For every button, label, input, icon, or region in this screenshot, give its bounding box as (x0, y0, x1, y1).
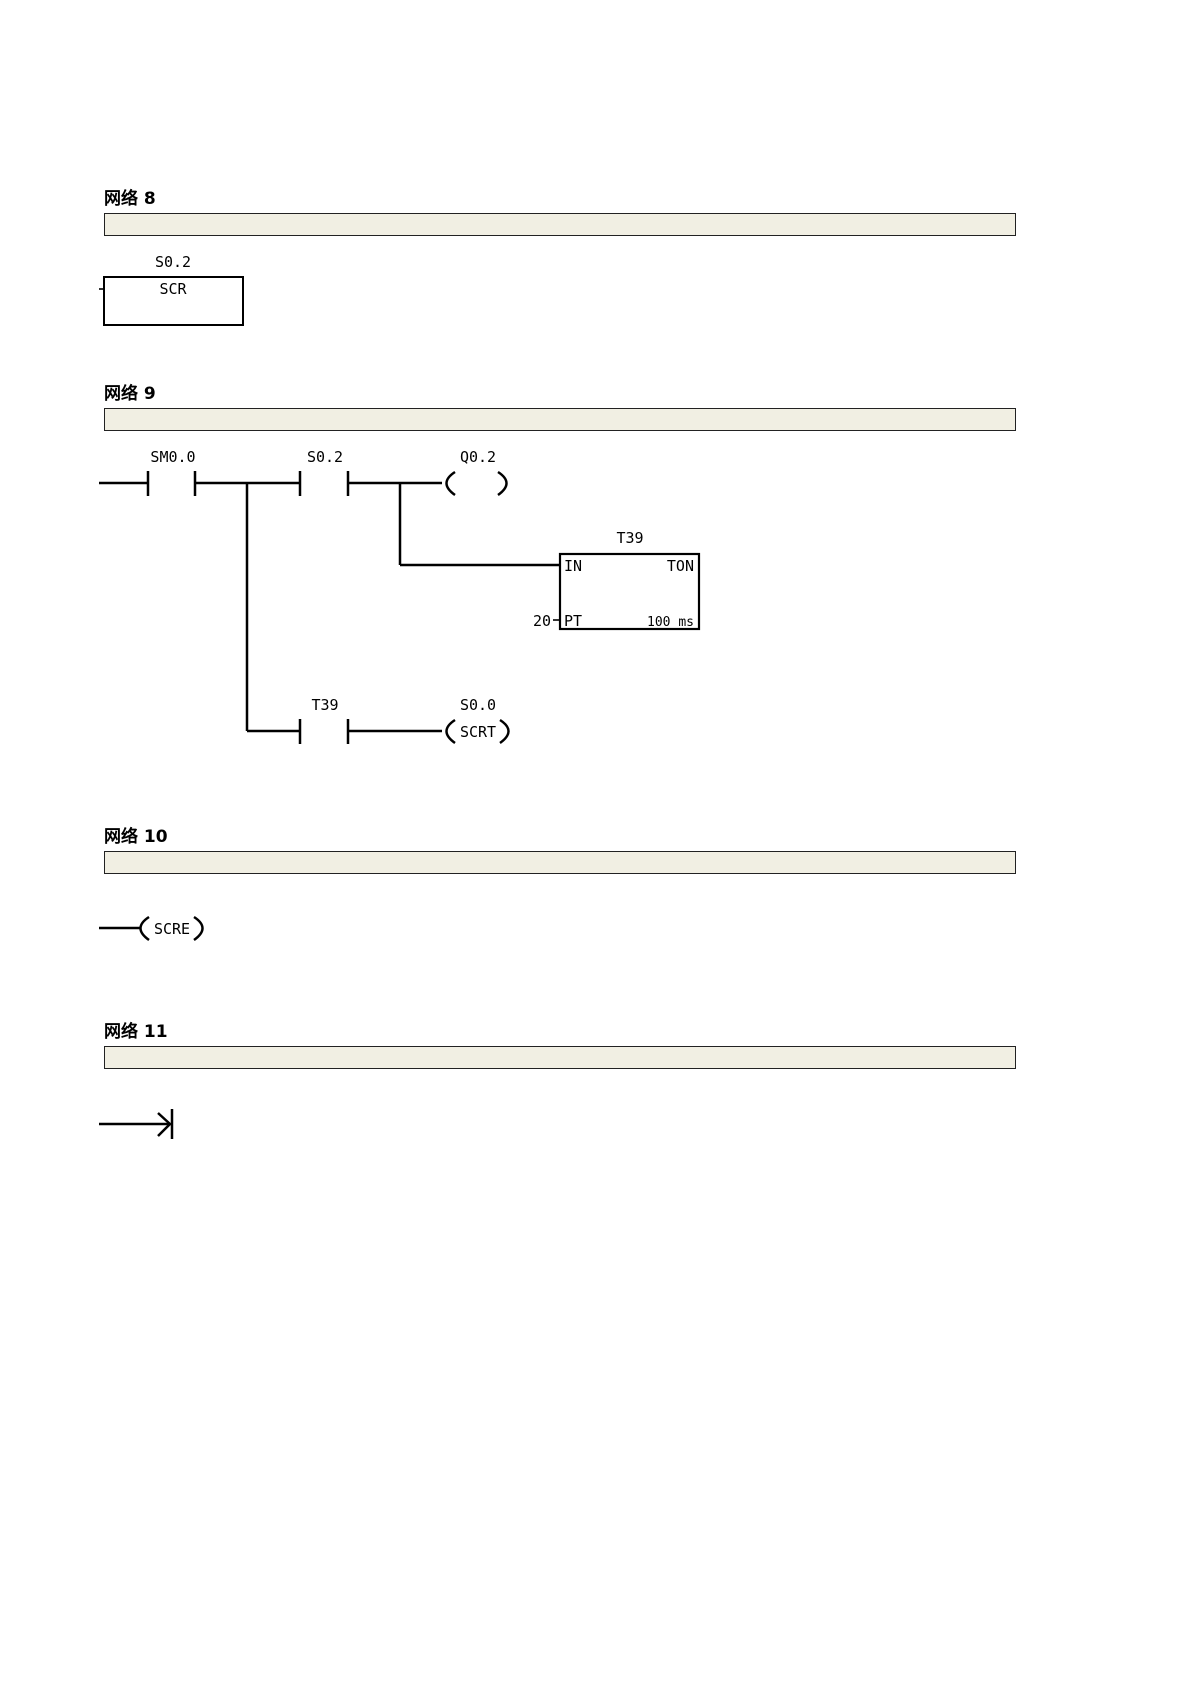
timer-address: T39 (616, 529, 643, 547)
coil-q0-2[interactable]: Q0.2 (445, 448, 508, 497)
contact-sm0-0-address: SM0.0 (150, 448, 195, 466)
contact-s0-2-address: S0.2 (307, 448, 343, 466)
network-11-comment-bar[interactable] (104, 1046, 1016, 1069)
coil-scrt-right-paren (499, 718, 510, 745)
network-10-comment-bar[interactable] (104, 851, 1016, 874)
coil-scrt-left-paren (445, 718, 456, 745)
coil-q0-2-address: Q0.2 (460, 448, 496, 466)
timer-pt-value: 20 (533, 612, 551, 630)
network-9-title: 网络 9 (104, 384, 156, 404)
contact-sm0-0[interactable]: SM0.0 (146, 448, 197, 496)
contact-t39-address: T39 (311, 696, 338, 714)
scr-box (103, 276, 244, 326)
timer-base-label: 100 ms (647, 615, 694, 630)
scr-address: S0.2 (155, 253, 191, 271)
coil-scrt-label: SCRT (460, 723, 496, 741)
network-9-comment-bar[interactable] (104, 408, 1016, 431)
scr-box-group[interactable]: S0.2 SCR (99, 253, 244, 326)
scre-left-paren (139, 915, 150, 942)
timer-box (558, 552, 701, 631)
end-arrow[interactable] (99, 1109, 174, 1139)
timer-pt-label: PT (564, 612, 582, 630)
scre-label: SCRE (154, 920, 190, 938)
timer-type-label: TON (667, 557, 694, 575)
end-arrow-head (157, 1112, 172, 1137)
coil-q0-2-left-paren (445, 470, 456, 497)
scr-label: SCR (159, 280, 187, 298)
timer-t39-box-group[interactable]: T39 IN TON PT 100 ms 20 (533, 529, 701, 631)
coil-scrt-address: S0.0 (460, 696, 496, 714)
scre-right-paren (193, 915, 204, 942)
network-11-title: 网络 11 (104, 1022, 168, 1042)
contact-t39[interactable]: T39 (298, 696, 350, 744)
scre-coil[interactable]: SCRE (99, 915, 204, 942)
coil-q0-2-right-paren (497, 470, 508, 497)
contact-s0-2[interactable]: S0.2 (298, 448, 350, 496)
network-10-title: 网络 10 (104, 827, 168, 847)
timer-in-label: IN (564, 557, 582, 575)
network-8-comment-bar[interactable] (104, 213, 1016, 236)
network-8-title: 网络 8 (104, 189, 156, 209)
coil-scrt-s0-0[interactable]: S0.0 SCRT (445, 696, 510, 745)
